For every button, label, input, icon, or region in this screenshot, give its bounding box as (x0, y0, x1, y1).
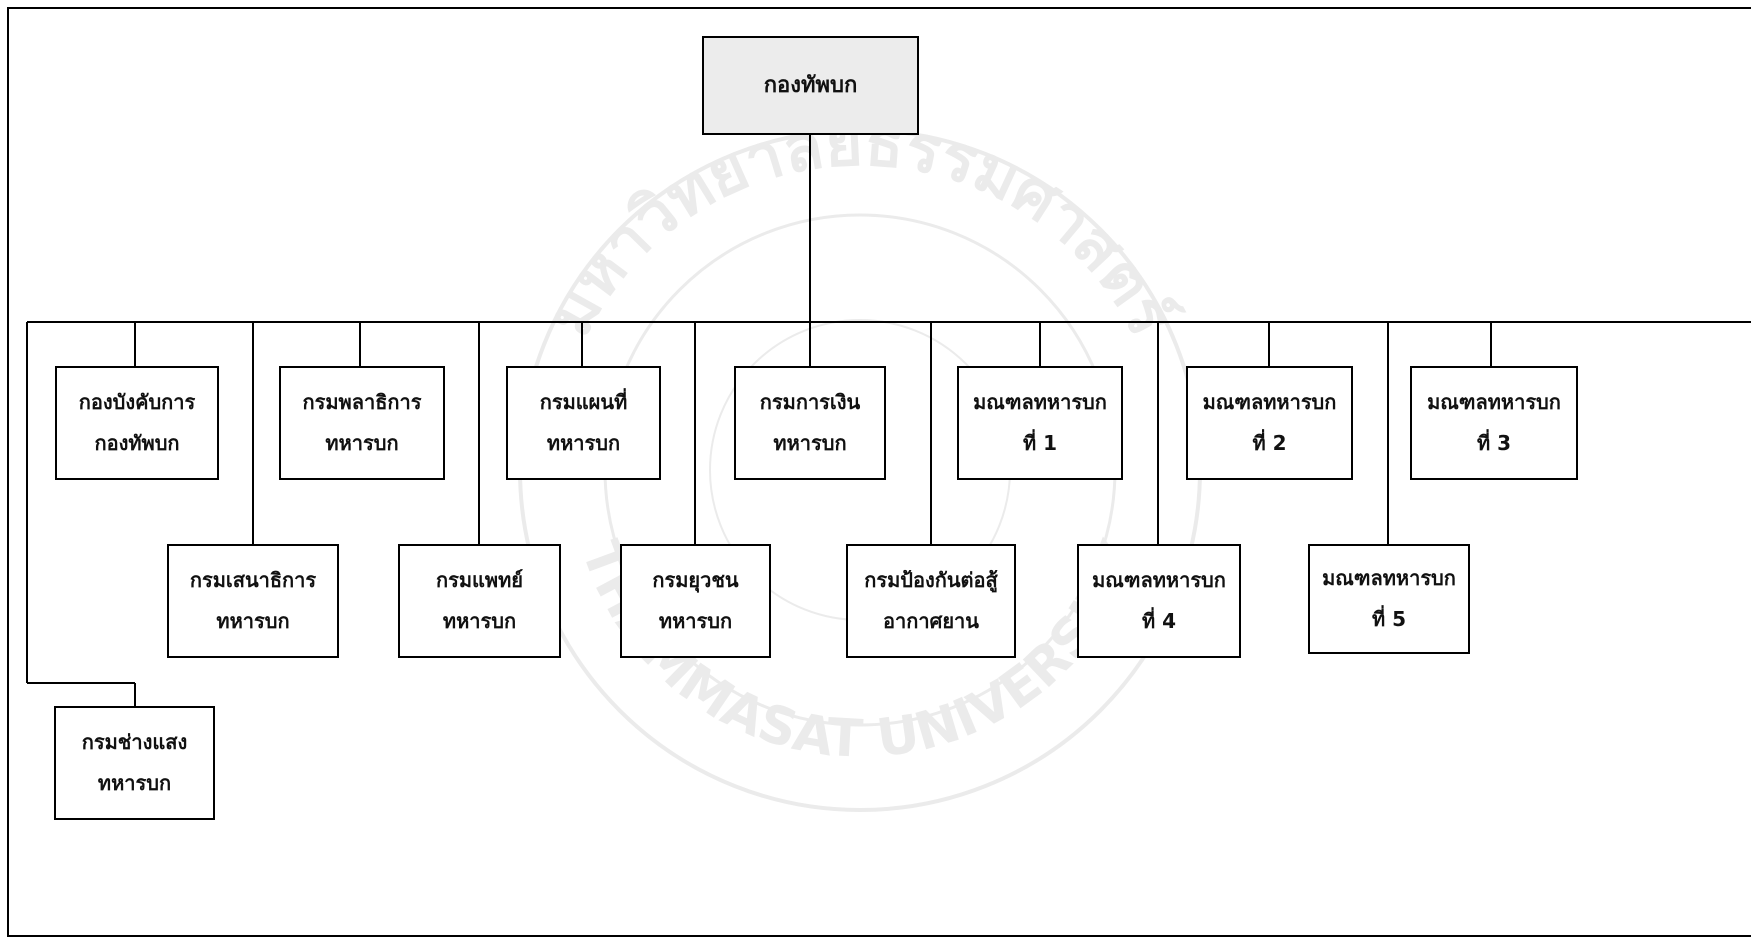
node-line1: กรมยุวชน (652, 568, 739, 592)
node-line2: ที่ 5 (1371, 607, 1407, 631)
node-air-defense-department: กรมป้องกันต่อสู้ อากาศยาน (846, 544, 1016, 658)
node-youth-department: กรมยุวชน ทหารบก (620, 544, 771, 658)
node-line2: ทหารบก (97, 771, 172, 795)
node-line1: มณฑลทหารบก (1322, 566, 1456, 590)
node-line2: ทหารบก (546, 431, 621, 455)
node-line1: มณฑลทหารบก (1092, 568, 1226, 592)
node-line1: กรมแผนที่ (539, 390, 628, 414)
node-ordnance-department: กรมช่างแสง ทหารบก (54, 706, 215, 820)
root-node-label: กองทัพบก (763, 72, 858, 98)
node-line1: กรมป้องกันต่อสู้ (864, 568, 998, 592)
node-line1: กรมพลาธิการ (302, 390, 422, 414)
node-line2: ทหารบก (773, 431, 847, 455)
node-quartermaster-department: กรมพลาธิการ ทหารบก (279, 366, 445, 480)
node-military-circle-1: มณฑลทหารบก ที่ 1 (957, 366, 1123, 480)
node-line2: ทหารบก (325, 431, 399, 455)
node-military-circle-5: มณฑลทหารบก ที่ 5 (1308, 544, 1470, 654)
node-military-circle-4: มณฑลทหารบก ที่ 4 (1077, 544, 1241, 658)
node-line2: ทหารบก (216, 609, 290, 633)
node-line1: มณฑลทหารบก (973, 390, 1107, 414)
root-node-army: กองทัพบก (702, 36, 919, 135)
node-line1: กรมแพทย์ (435, 568, 523, 592)
node-army-headquarters: กองบังคับการ กองทัพบก (55, 366, 219, 480)
node-line1: กองบังคับการ (78, 390, 196, 414)
node-line2: อากาศยาน (883, 609, 979, 633)
node-line2: ที่ 1 (1022, 431, 1058, 455)
node-line2: ที่ 2 (1252, 431, 1287, 455)
node-line2: กองทัพบก (94, 431, 180, 455)
node-general-staff-department: กรมเสนาธิการ ทหารบก (167, 544, 339, 658)
node-military-circle-3: มณฑลทหารบก ที่ 3 (1410, 366, 1578, 480)
node-survey-department: กรมแผนที่ ทหารบก (506, 366, 661, 480)
node-line1: กรมการเงิน (759, 390, 861, 414)
node-military-circle-2: มณฑลทหารบก ที่ 2 (1186, 366, 1353, 480)
node-line2: ทหารบก (442, 609, 517, 633)
node-line2: ที่ 3 (1476, 431, 1512, 455)
node-line2: ที่ 4 (1141, 609, 1177, 633)
node-line1: กรมเสนาธิการ (189, 568, 317, 592)
node-line1: มณฑลทหารบก (1202, 390, 1337, 414)
node-medical-department: กรมแพทย์ ทหารบก (398, 544, 561, 658)
node-line1: มณฑลทหารบก (1427, 390, 1561, 414)
node-finance-department: กรมการเงิน ทหารบก (734, 366, 886, 480)
node-line1: กรมช่างแสง (81, 730, 188, 754)
node-line2: ทหารบก (658, 609, 733, 633)
